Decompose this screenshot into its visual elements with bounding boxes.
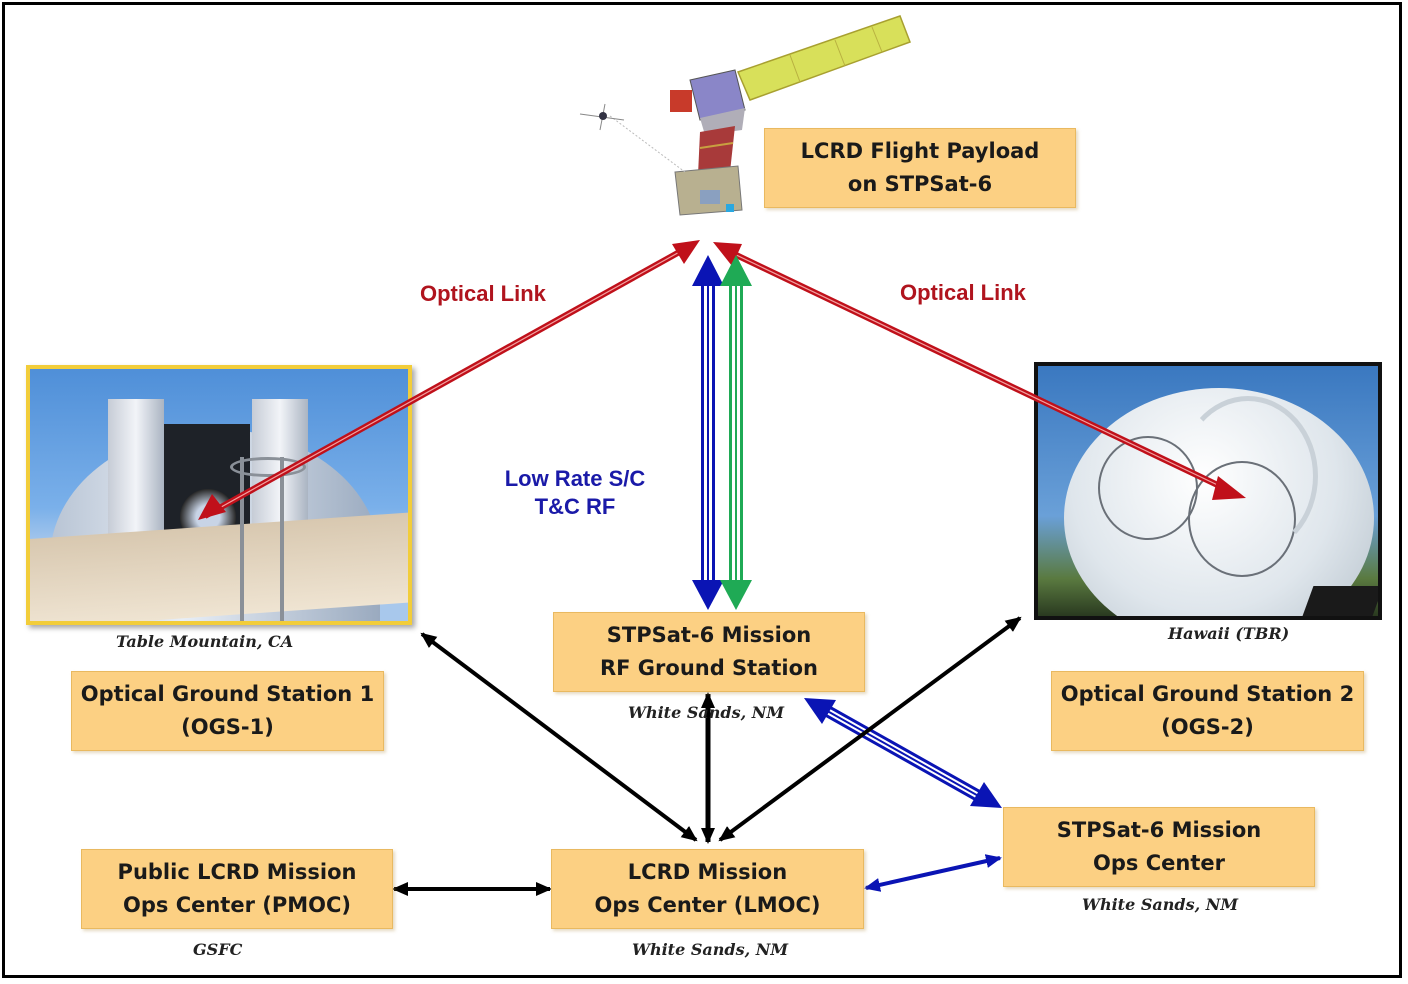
flight-payload-box: LCRD Flight Payload on STPSat-6	[764, 128, 1076, 208]
flight-payload-line1: LCRD Flight Payload	[800, 139, 1040, 163]
ogs2-line1: Optical Ground Station 2	[1060, 682, 1355, 706]
lmoc-location: White Sands, NM	[632, 940, 789, 959]
ogs1-line2: (OGS-1)	[181, 715, 274, 739]
pmoc-location: GSFC	[193, 940, 243, 959]
ogs2-location: Hawaii (TBR)	[1168, 624, 1290, 643]
stpsat-moc-location: White Sands, NM	[1082, 895, 1239, 914]
ogs2-box: Optical Ground Station 2 (OGS-2)	[1051, 671, 1364, 751]
rf-ground-station-line2: RF Ground Station	[599, 656, 819, 680]
rf-ground-station-location: White Sands, NM	[628, 703, 785, 722]
lmoc-box: LCRD Mission Ops Center (LMOC)	[551, 849, 864, 929]
rf-link-label-line2: T&C RF	[534, 494, 616, 519]
rf-ground-station-box: STPSat-6 Mission RF Ground Station	[553, 612, 865, 692]
ogs1-line1: Optical Ground Station 1	[80, 682, 375, 706]
stpsat-moc-box: STPSat-6 Mission Ops Center	[1003, 807, 1315, 887]
telescope-dome-photo	[26, 365, 412, 625]
lmoc-line2: Ops Center (LMOC)	[594, 893, 821, 917]
radome-photo	[1034, 362, 1382, 620]
ogs1-box: Optical Ground Station 1 (OGS-1)	[71, 671, 384, 751]
optical-link-left-label: Optical Link	[420, 281, 546, 306]
rf-link-label-line1: Low Rate S/C	[504, 466, 646, 491]
ogs2-line2: (OGS-2)	[1161, 715, 1254, 739]
lmoc-line1: LCRD Mission	[627, 860, 788, 884]
rf-ground-station-line1: STPSat-6 Mission	[606, 623, 812, 647]
pmoc-box: Public LCRD Mission Ops Center (PMOC)	[81, 849, 393, 929]
ogs1-location: Table Mountain, CA	[116, 632, 294, 651]
flight-payload-line2: on STPSat-6	[847, 172, 993, 196]
optical-link-right-label: Optical Link	[900, 280, 1026, 305]
pmoc-line2: Ops Center (PMOC)	[123, 893, 351, 917]
rf-link-label: Low Rate S/C T&C RF	[500, 465, 650, 521]
pmoc-line1: Public LCRD Mission	[117, 860, 357, 884]
stpsat-moc-line2: Ops Center	[1093, 851, 1225, 875]
stpsat-moc-line1: STPSat-6 Mission	[1056, 818, 1262, 842]
